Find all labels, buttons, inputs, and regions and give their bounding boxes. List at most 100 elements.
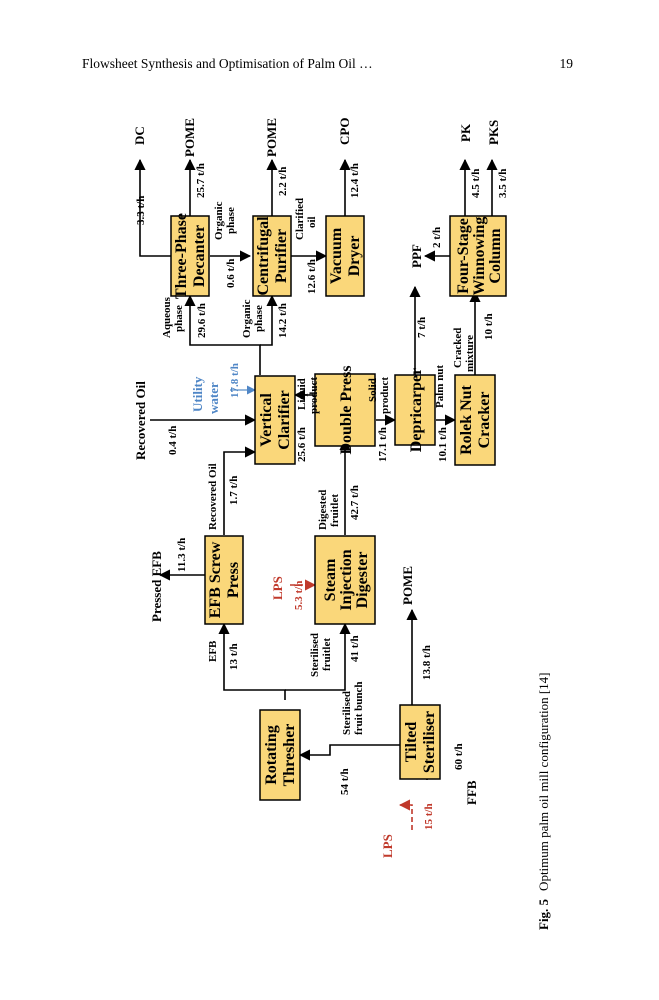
efb-label: EFB bbox=[207, 640, 219, 662]
stream-labels: FFB 60 t/h LPS 15 t/h Sterilised fruit b… bbox=[132, 118, 509, 858]
unit-vertical-clarifier: Vertical Clarifier bbox=[254, 375, 296, 465]
unit-rotating-thresher: Rotating Thresher bbox=[259, 709, 301, 801]
vacuum-dryer-label-2: Dryer bbox=[346, 236, 363, 277]
ffb-flow-label: 60 t/h bbox=[453, 743, 465, 770]
dc-arrow bbox=[134, 158, 172, 257]
organic-phase-clarifier-label-2: phase bbox=[253, 305, 265, 332]
cracked-mixture-label-2: mixture bbox=[464, 335, 476, 372]
aqueous-phase-label-2: phase bbox=[173, 305, 185, 332]
lps-1-flow-label: 15 t/h bbox=[423, 803, 435, 830]
tilted-steriliser-label-2: Steriliser bbox=[421, 711, 438, 773]
vertical-clarifier-label-1: Vertical bbox=[258, 393, 275, 447]
lps-2-flow-label: 5.3 t/h bbox=[293, 581, 305, 610]
dc-label: DC bbox=[132, 126, 147, 145]
sterilised-fruitlet-label-1: Sterilised bbox=[309, 633, 321, 677]
pk-label: PK bbox=[458, 123, 473, 142]
organic-phase-clarifier-label-1: Organic bbox=[241, 299, 253, 338]
digester-label-1: Steam bbox=[322, 558, 339, 601]
cpo-flow-label: 12.4 t/h bbox=[349, 163, 361, 198]
clarified-oil-label-2: oil bbox=[306, 216, 318, 228]
palm-nut-flow-label: 10.1 t/h bbox=[437, 427, 449, 462]
vacuum-dryer-label-1: Vacuum bbox=[328, 227, 345, 284]
digested-fruitlet-label-1: Digested bbox=[317, 490, 329, 530]
sfb-flow-label: 54 t/h bbox=[339, 768, 351, 795]
decanter-label-2: Decanter bbox=[191, 225, 208, 287]
dc-flow-label: 3.3 t/h bbox=[135, 196, 147, 225]
purifier-pome-label: POME bbox=[264, 118, 279, 157]
unit-centrifugal-purifier: Centrifugal Purifier bbox=[252, 215, 292, 297]
pks-flow-label: 3.5 t/h bbox=[497, 169, 509, 198]
liquid-product-flow-label: 25.6 t/h bbox=[296, 427, 308, 462]
recovered-oil-top-label: Recovered Oil bbox=[133, 381, 148, 460]
vertical-clarifier-label-2: Clarifier bbox=[276, 390, 293, 450]
purifier-pome-flow-label: 2.2 t/h bbox=[277, 167, 289, 196]
organic-phase-decanter-flow-label: 0.6 t/h bbox=[225, 259, 237, 288]
figure-caption: Fig. 5Optimum palm oil mill configuratio… bbox=[536, 672, 551, 930]
rolek-nut-cracker-label-1: Rolek Nut bbox=[458, 384, 475, 454]
svg-text:Fig. 5Optimum palm oil mill co: Fig. 5Optimum palm oil mill configuratio… bbox=[536, 672, 551, 930]
palm-nut-label: Palm nut bbox=[434, 365, 446, 408]
unit-rolek-nut-cracker: Rolek Nut Cracker bbox=[454, 374, 496, 466]
sterilised-fruitlet-arrow bbox=[285, 622, 351, 691]
organic-phase-clarifier-flow-label: 14.2 t/h bbox=[277, 303, 289, 338]
page-number: 19 bbox=[559, 56, 574, 71]
unit-tilted-steriliser: Tilted Steriliser bbox=[399, 704, 441, 780]
utility-water-flow-label: 17.8 t/h bbox=[229, 363, 241, 398]
cpo-label: CPO bbox=[337, 118, 352, 145]
unit-four-stage-winnowing: Four-Stage Winnowing Column bbox=[449, 215, 507, 297]
clarified-oil-flow-label: 12.6 t/h bbox=[306, 259, 318, 294]
unit-depricarper: Depricarper bbox=[394, 368, 436, 452]
unit-vacuum-dryer: Vacuum Dryer bbox=[325, 215, 365, 297]
cracked-mixture-flow-label: 10 t/h bbox=[483, 313, 495, 340]
unit-steam-injection-digester: Steam Injection Digester bbox=[314, 535, 376, 625]
sterilised-fruitlet-label-2: fruitlet bbox=[321, 638, 333, 671]
sfb-label-2: fruit bunch bbox=[353, 682, 365, 736]
digester-label-3: Digester bbox=[354, 552, 371, 609]
decanter-pome-flow-label: 25.7 t/h bbox=[195, 163, 207, 198]
tilted-steriliser-label-1: Tilted bbox=[403, 722, 420, 763]
digester-label-2: Injection bbox=[338, 549, 355, 610]
lps-1-label: LPS bbox=[380, 834, 395, 858]
recovered-oil-efb-arrow bbox=[223, 446, 257, 535]
aqueous-phase-flow-label: 29.6 t/h bbox=[196, 303, 208, 338]
ffb-label: FFB bbox=[464, 780, 479, 805]
winnowing-label-1: Four-Stage bbox=[455, 218, 472, 294]
sterilised-fruitlet-flow-label: 41 t/h bbox=[349, 635, 361, 662]
running-header-title: Flowsheet Synthesis and Optimisation of … bbox=[82, 56, 373, 71]
digested-fruitlet-label-2: fruitlet bbox=[329, 494, 341, 527]
recovered-oil-efb-flow-label: 1.7 t/h bbox=[228, 476, 240, 505]
winnowing-label-3: Column bbox=[487, 228, 504, 283]
sfb-arrow bbox=[298, 744, 400, 761]
recovered-oil-efb-label: Recovered Oil bbox=[207, 463, 219, 530]
pressed-efb-flow-label: 11.3 t/h bbox=[176, 538, 188, 572]
steriliser-pome-flow-label: 13.8 t/h bbox=[421, 645, 433, 680]
winnowing-recycle-flow-label: 2 t/h bbox=[431, 227, 443, 248]
efb-arrow bbox=[218, 622, 286, 700]
efb-screw-press-label-2: Press bbox=[225, 562, 242, 598]
clarified-oil-label-1: Clarified bbox=[294, 198, 306, 240]
recovered-oil-top-flow-label: 0.4 t/h bbox=[167, 426, 179, 455]
solid-product-label-1: Solid bbox=[367, 378, 379, 402]
efb-screw-press-label-1: EFB Screw bbox=[207, 541, 224, 618]
lps-2-label: LPS bbox=[270, 576, 285, 600]
liquid-product-label-2: product bbox=[308, 377, 320, 414]
solid-product-flow-label: 17.1 t/h bbox=[377, 427, 389, 462]
organic-phase-decanter-label-2: phase bbox=[225, 207, 237, 234]
rotating-thresher-label-1: Rotating bbox=[263, 725, 280, 785]
unit-three-phase-decanter: Three-Phase Decanter bbox=[170, 213, 210, 299]
rolek-nut-cracker-label-2: Cracker bbox=[476, 392, 493, 449]
efb-flow-label: 13 t/h bbox=[228, 643, 240, 670]
lps-steriliser-arrow bbox=[398, 799, 413, 830]
purifier-label-2: Purifier bbox=[273, 229, 290, 283]
ppf-label: PPF bbox=[409, 244, 424, 268]
unit-efb-screw-press: EFB Screw Press bbox=[204, 535, 244, 625]
figure-caption-label: Fig. 5 bbox=[536, 898, 551, 930]
sfb-label-1: Sterilised bbox=[341, 691, 353, 735]
digested-fruitlet-flow-label: 42.7 t/h bbox=[349, 485, 361, 520]
cracked-mixture-label-1: Cracked bbox=[452, 328, 464, 368]
organic-phase-clarifier-arrow bbox=[260, 294, 278, 346]
stream-lines bbox=[134, 158, 498, 830]
double-press-label: Double Press bbox=[338, 365, 355, 454]
pressed-efb-label: Pressed EFB bbox=[149, 551, 164, 622]
